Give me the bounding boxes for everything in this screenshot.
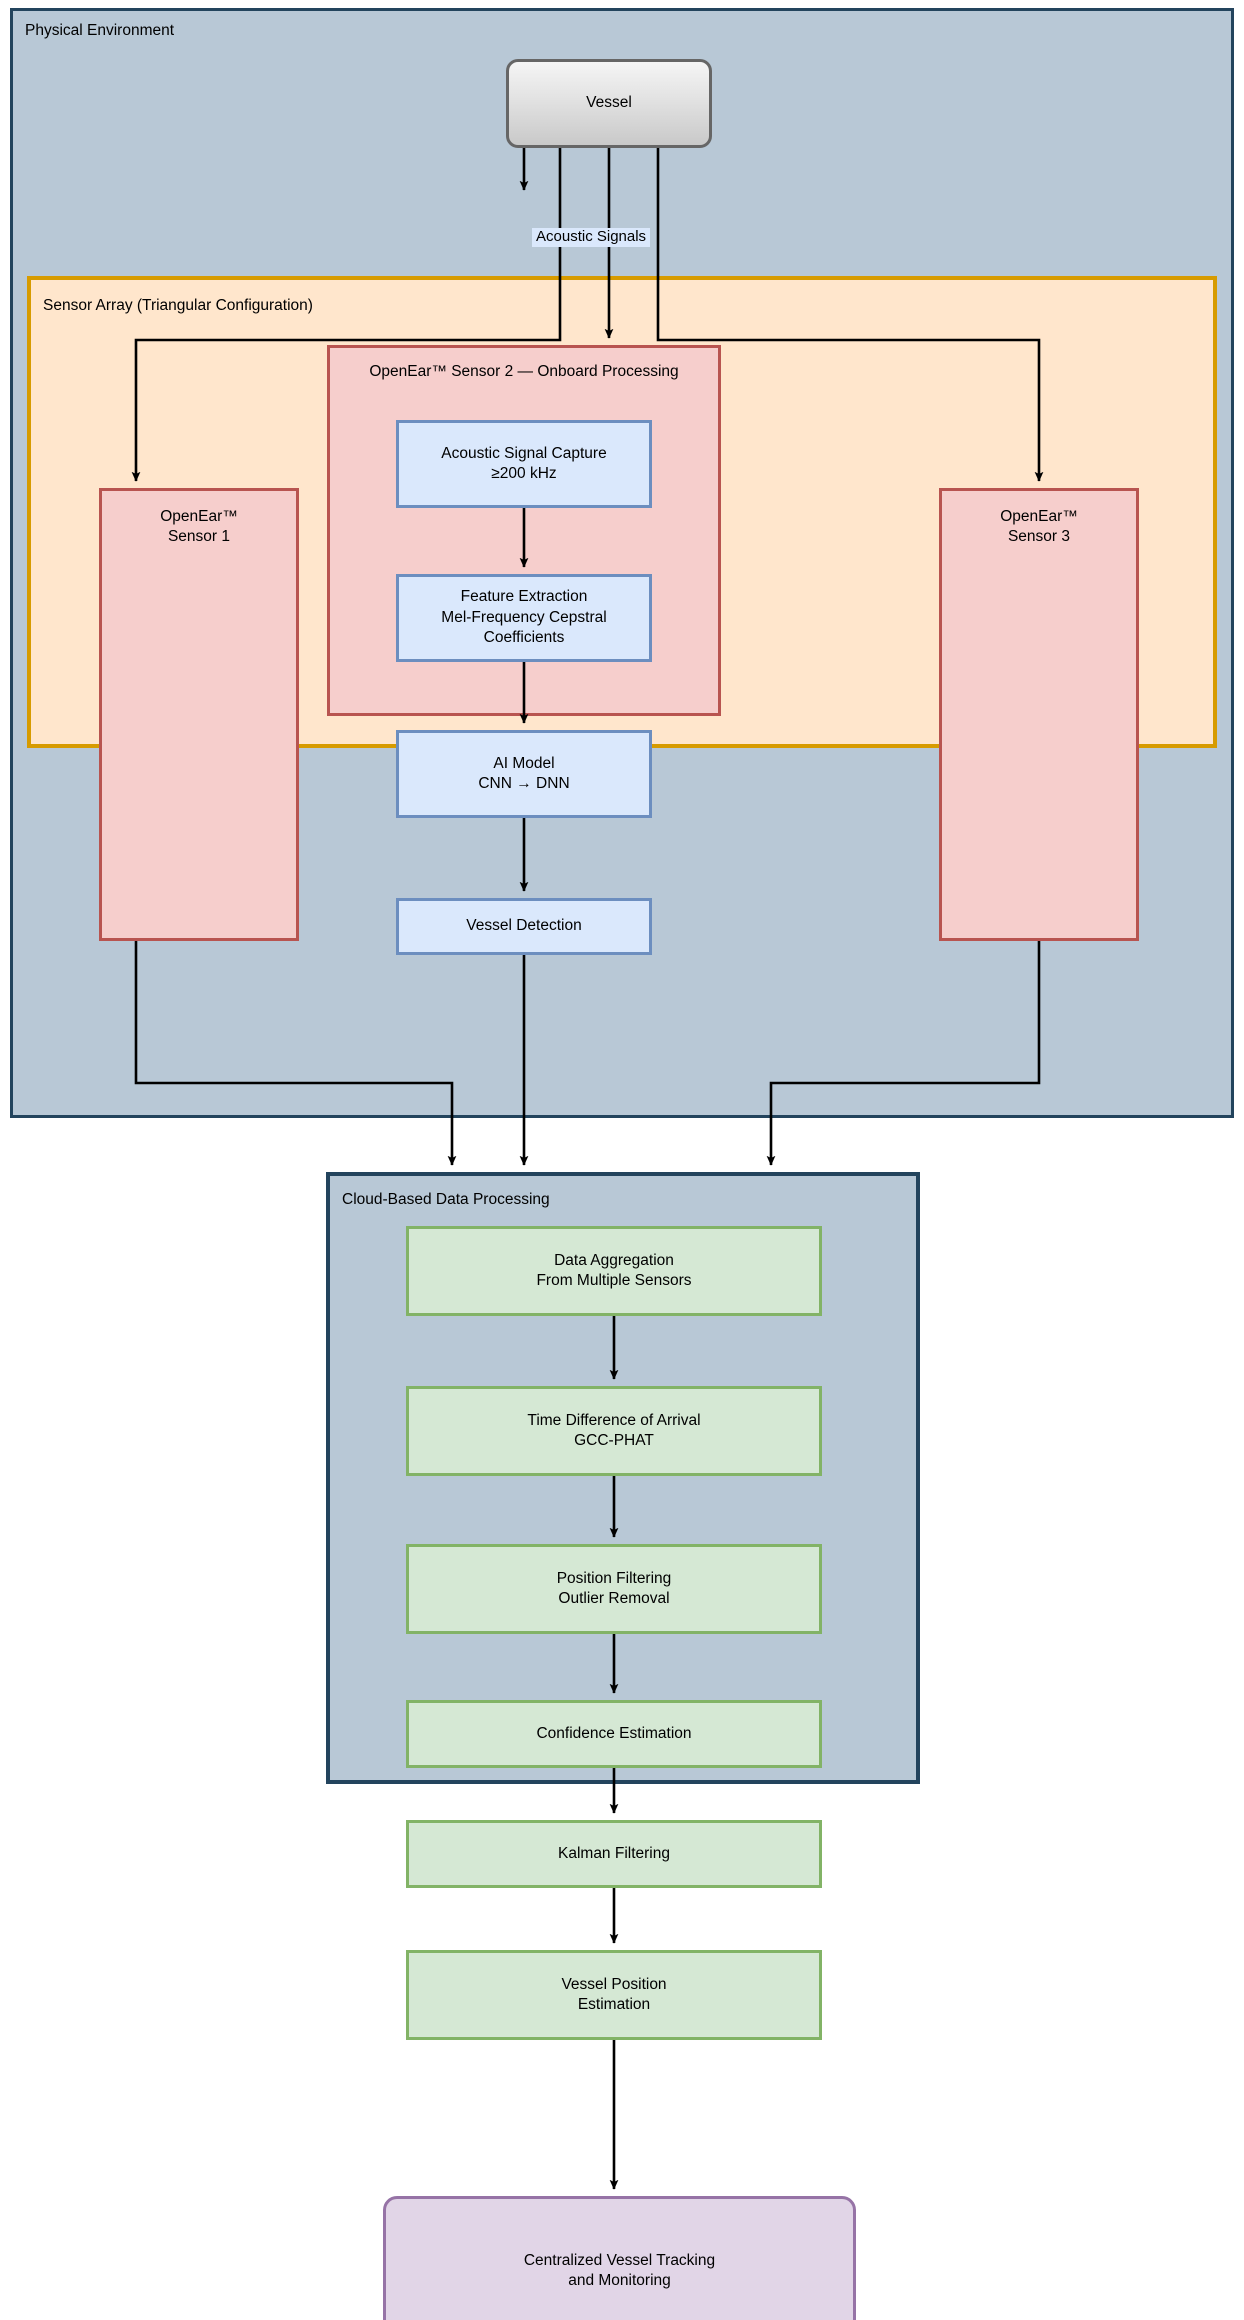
node-kalman-filtering[interactable]: Kalman Filtering [406, 1820, 822, 1888]
node-position-filtering[interactable]: Position Filtering Outlier Removal [406, 1544, 822, 1634]
group-physical-environment-label: Physical Environment [25, 22, 175, 39]
group-cloud-processing-label: Cloud-Based Data Processing [342, 1191, 550, 1208]
node-confidence-estimation[interactable]: Confidence Estimation [406, 1700, 822, 1768]
node-data-aggregation[interactable]: Data Aggregation From Multiple Sensors [406, 1226, 822, 1316]
node-time-difference-of-arrival[interactable]: Time Difference of Arrival GCC-PHAT [406, 1386, 822, 1476]
node-vessel[interactable]: Vessel [506, 59, 712, 148]
node-ai-model[interactable]: AI Model CNN → DNN [396, 730, 652, 818]
node-vessel-position-estimation[interactable]: Vessel Position Estimation [406, 1950, 822, 2040]
node-acoustic-signal-capture[interactable]: Acoustic Signal Capture ≥200 kHz [396, 420, 652, 508]
node-openear-sensor-3[interactable]: OpenEar™ Sensor 3 [939, 488, 1139, 941]
node-centralized-vessel-tracking[interactable]: Centralized Vessel Tracking and Monitori… [383, 2196, 856, 2320]
node-feature-extraction[interactable]: Feature Extraction Mel-Frequency Cepstra… [396, 574, 652, 662]
node-vessel-detection[interactable]: Vessel Detection [396, 898, 652, 955]
node-openear-sensor-1[interactable]: OpenEar™ Sensor 1 [99, 488, 299, 941]
edge-label-acoustic-signals: Acoustic Signals [532, 228, 651, 247]
